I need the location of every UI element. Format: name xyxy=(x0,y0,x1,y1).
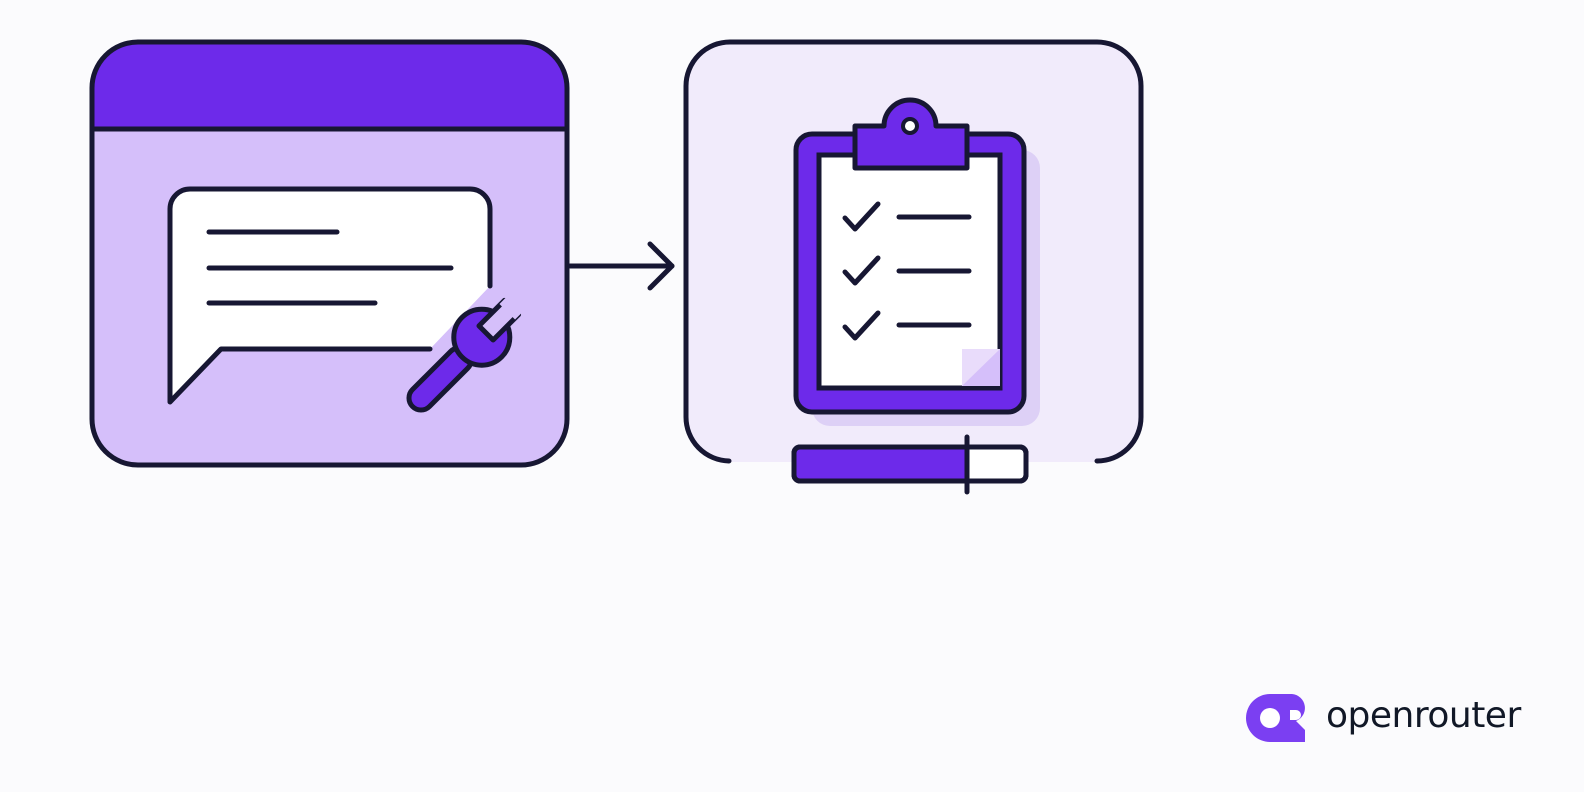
check-icon xyxy=(842,310,881,341)
arrow-right-icon xyxy=(567,241,675,291)
openrouter-logo-icon xyxy=(1246,694,1305,742)
progress-fill xyxy=(796,449,967,479)
brand-name: openrouter xyxy=(1326,695,1521,736)
clipboard-clip-hole xyxy=(901,117,919,135)
speech-bubble xyxy=(167,186,493,405)
checklist-row xyxy=(842,201,972,232)
chat-window-header xyxy=(92,42,567,129)
progress-bar xyxy=(791,434,1029,495)
chat-window-frame xyxy=(89,39,570,468)
wrench-icon xyxy=(406,296,523,413)
checklist-row xyxy=(842,310,972,341)
result-panel xyxy=(683,39,1144,495)
chat-window-panel xyxy=(89,39,570,468)
brand-logo: openrouter xyxy=(1246,694,1521,742)
result-panel-frame xyxy=(683,39,1144,464)
check-icon xyxy=(842,255,881,286)
check-icon xyxy=(842,201,881,232)
checklist-row xyxy=(842,255,972,286)
clipboard-checklist-icon xyxy=(793,97,1040,426)
